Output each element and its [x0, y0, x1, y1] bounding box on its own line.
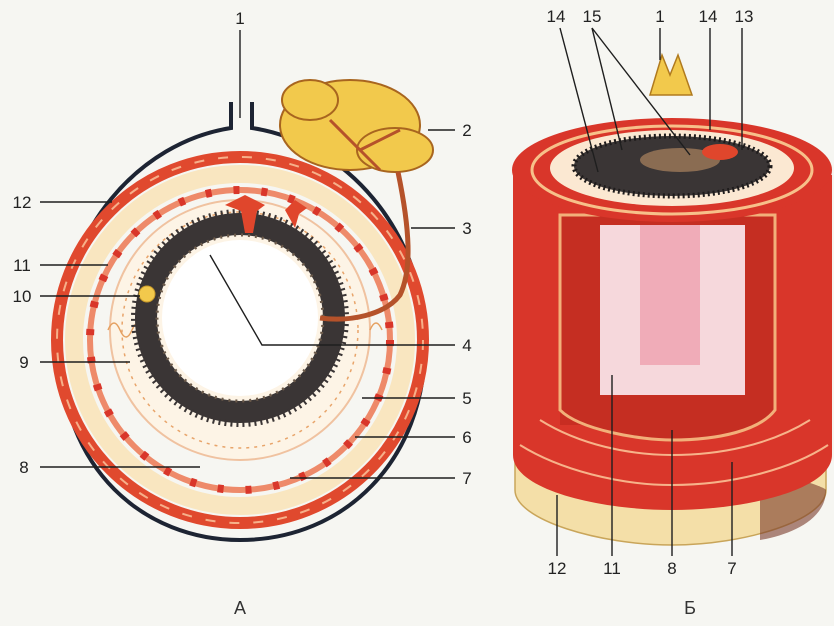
- label-a-4: 4: [462, 336, 471, 355]
- label-a-11: 11: [13, 256, 31, 275]
- lumen: [162, 240, 318, 396]
- label-b-15: 15: [583, 7, 602, 26]
- label-a-5: 5: [462, 389, 471, 408]
- label-b-14-left: 14: [547, 7, 566, 26]
- panel-b: 14 15 1 14 13 12 11 8 7 Б: [512, 7, 832, 618]
- label-b-1: 1: [655, 7, 664, 26]
- label-a-9: 9: [19, 353, 28, 372]
- label-b-13: 13: [735, 7, 754, 26]
- label-a-10: 10: [13, 287, 32, 306]
- label-a-1: 1: [235, 9, 244, 28]
- inner-lumen-strip: [640, 225, 700, 365]
- label-b-7: 7: [727, 559, 736, 578]
- top-gland: [650, 55, 692, 95]
- label-a-7: 7: [462, 469, 471, 488]
- label-a-6: 6: [462, 428, 471, 447]
- top-red-gland: [702, 144, 738, 160]
- panel-a: 1 2 3 4 5 6 7 8 9 10 11 12 А: [13, 9, 472, 618]
- caption-b: Б: [684, 598, 696, 618]
- label-a-12: 12: [13, 193, 32, 212]
- label-a-2: 2: [462, 121, 471, 140]
- external-gland: [280, 80, 433, 172]
- label-a-8: 8: [19, 458, 28, 477]
- label-b-11: 11: [603, 559, 621, 578]
- label-b-8: 8: [667, 559, 676, 578]
- label-b-12: 12: [548, 559, 567, 578]
- caption-a: А: [234, 598, 246, 618]
- lymph-node: [139, 286, 155, 302]
- label-a-3: 3: [462, 219, 471, 238]
- label-b-14-right: 14: [699, 7, 718, 26]
